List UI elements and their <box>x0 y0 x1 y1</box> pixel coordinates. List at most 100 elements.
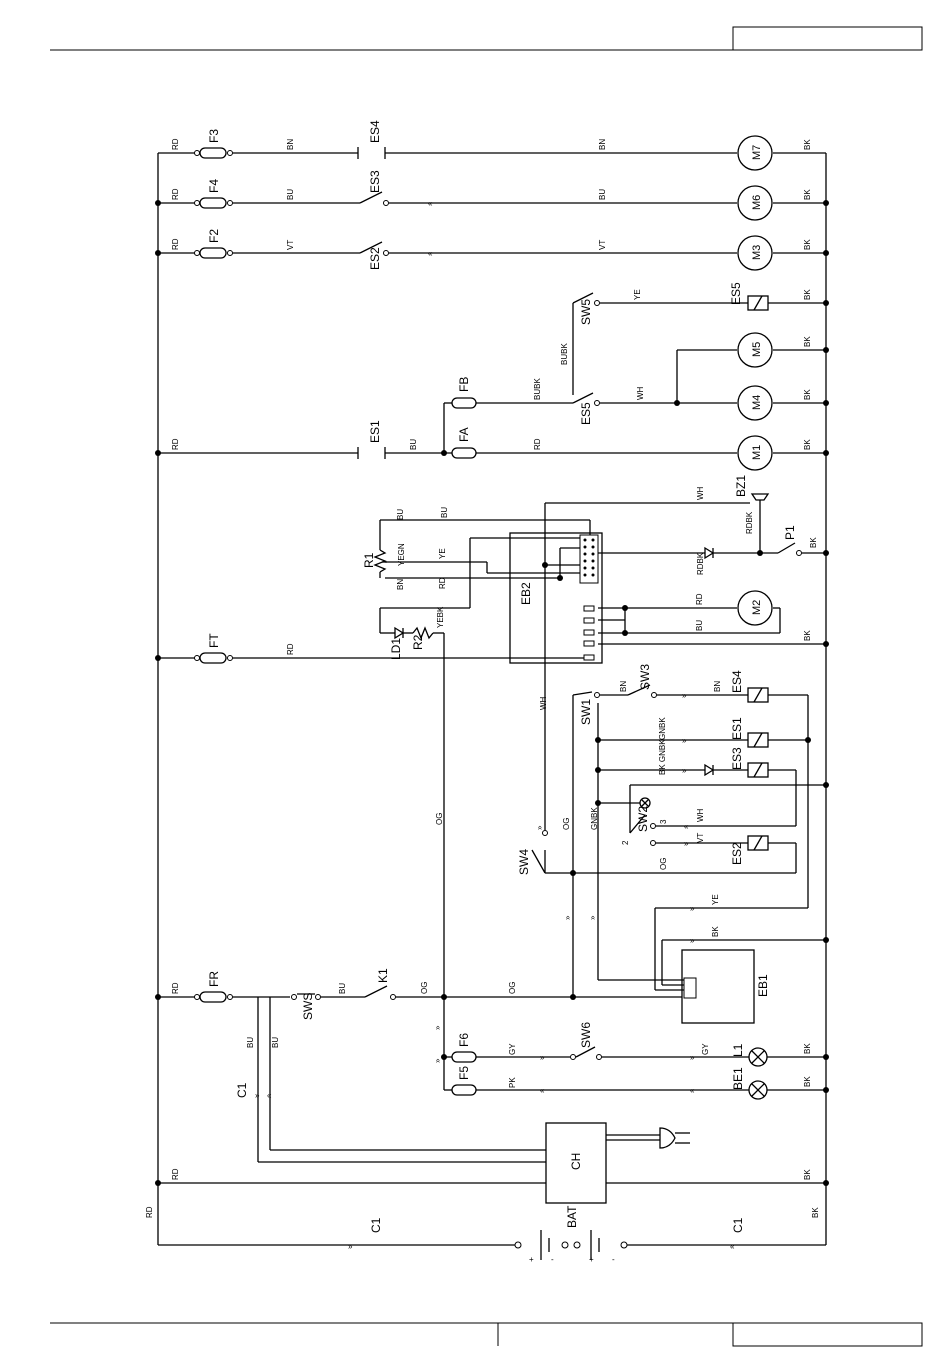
svg-text:BK: BK <box>811 1207 820 1218</box>
row-ft: FT RD <box>155 633 584 664</box>
svg-text:BK: BK <box>803 139 812 150</box>
svg-text:SW4: SW4 <box>517 849 531 875</box>
svg-text:SW2: SW2 <box>636 806 650 832</box>
svg-text:F4: F4 <box>207 179 221 193</box>
svg-text:»: » <box>588 915 597 920</box>
svg-text:BK: BK <box>803 239 812 250</box>
svg-text:»: » <box>348 1242 353 1251</box>
connector-arrows: » « » « » » » » « « » » » « » » » » » » <box>255 691 735 1251</box>
svg-text:RD: RD <box>171 188 180 200</box>
svg-text:M3: M3 <box>751 245 763 260</box>
diode-rdbk <box>704 546 715 560</box>
board-eb2: EB2 <box>509 532 603 664</box>
svg-text:2: 2 <box>621 840 630 845</box>
row-be1: F5 PK BE1 BK <box>444 1066 829 1100</box>
svg-text:K1: K1 <box>376 968 390 983</box>
svg-text:C1: C1 <box>369 1217 383 1233</box>
svg-text:BN: BN <box>619 681 628 692</box>
svg-text:BK: BK <box>803 439 812 450</box>
svg-text:ES2: ES2 <box>368 247 382 270</box>
svg-text:BU: BU <box>246 1037 255 1048</box>
svg-text:ES1: ES1 <box>730 717 744 740</box>
svg-text:«: « <box>730 1242 735 1251</box>
svg-text:BAT: BAT <box>565 1205 579 1228</box>
svg-text:»: » <box>682 766 687 775</box>
svg-text:ES2: ES2 <box>730 842 744 865</box>
svg-text:RD: RD <box>695 593 704 605</box>
svg-text:LD1: LD1 <box>389 638 403 660</box>
svg-text:RD: RD <box>171 982 180 994</box>
mains-plug <box>659 1127 676 1149</box>
row-es3-coil: BK GNBK ES3 WH <box>595 739 797 827</box>
svg-text:OG: OG <box>420 982 429 994</box>
svg-text:ES5: ES5 <box>579 402 593 425</box>
svg-text:»: » <box>535 825 544 830</box>
switch-sw4: SW4 OG GNBK OG <box>435 807 599 876</box>
svg-text:ES1: ES1 <box>368 420 382 443</box>
svg-text:BK: BK <box>711 926 720 937</box>
svg-text:OG: OG <box>562 818 571 830</box>
svg-text:GY: GY <box>701 1043 710 1055</box>
svg-text:M4: M4 <box>751 395 763 410</box>
board-eb1: YE BK EB1 <box>597 894 829 1024</box>
svg-text:M7: M7 <box>751 145 763 160</box>
svg-text:WH: WH <box>696 486 705 500</box>
svg-text:BU: BU <box>409 439 418 450</box>
svg-text:VT: VT <box>286 240 295 250</box>
svg-text:BU: BU <box>338 983 347 994</box>
svg-text:-: - <box>551 1255 554 1264</box>
svg-text:CH: CH <box>569 1153 583 1170</box>
svg-text:»: » <box>255 1091 260 1100</box>
row-m3: RD F2 VT ES2 « VT M3 BK <box>155 229 829 271</box>
svg-text:BK: BK <box>803 1169 812 1180</box>
svg-text:BU: BU <box>286 189 295 200</box>
diode-es3 <box>704 763 715 777</box>
svg-text:BK: BK <box>803 1043 812 1054</box>
svg-text:F2: F2 <box>207 229 221 243</box>
switch-sw2: SW2 2 3 <box>595 782 829 846</box>
svg-text:-: - <box>612 1255 615 1264</box>
svg-text:BK: BK <box>803 189 812 200</box>
eb2-wiring: BU BU YEGN YE BN RD WH RDBK RDBK <box>379 486 763 830</box>
svg-text:«: « <box>428 199 433 208</box>
svg-text:YE: YE <box>633 289 642 300</box>
row-m2: RD BU M2 BK <box>598 590 829 647</box>
led-ld1 <box>394 626 405 640</box>
svg-text:BK: BK <box>803 630 812 641</box>
svg-text:FT: FT <box>207 633 221 648</box>
fuse-f5 <box>451 1084 477 1096</box>
svg-text:OG: OG <box>508 982 517 994</box>
svg-text:OG: OG <box>659 858 668 870</box>
svg-text:SW3: SW3 <box>638 664 652 690</box>
led-ld1-r2: LD1 R2 YEBK <box>379 606 445 997</box>
motor-m6 <box>737 185 773 221</box>
svg-text:F6: F6 <box>457 1033 471 1047</box>
svg-text:«: « <box>428 249 433 258</box>
svg-text:WH: WH <box>696 808 705 822</box>
svg-text:VT: VT <box>598 240 607 250</box>
motor-m4 <box>737 385 773 421</box>
svg-text:BU: BU <box>271 1037 280 1048</box>
row-es1-coil: GNBK ES1 <box>595 703 811 925</box>
motor-m5 <box>737 332 773 368</box>
svg-text:RDBK: RDBK <box>745 511 754 534</box>
svg-text:WH: WH <box>636 386 645 400</box>
svg-text:«: « <box>267 1091 272 1100</box>
svg-text:BK: BK <box>803 289 812 300</box>
svg-text:»: » <box>540 1053 545 1062</box>
row-es4-coil: WH SW1 BN SW3 BN ES4 <box>539 664 809 997</box>
svg-text:C1: C1 <box>731 1217 745 1233</box>
svg-text:RD: RD <box>438 577 447 589</box>
svg-text:WH: WH <box>539 696 548 710</box>
svg-text:SWS: SWS <box>301 993 315 1020</box>
svg-text:P1: P1 <box>783 525 797 540</box>
svg-text:+: + <box>529 1255 534 1264</box>
title-block-top <box>732 26 923 51</box>
svg-text:ES4: ES4 <box>368 120 382 143</box>
row-fr: RD FR SWS BU K1 OG OG <box>155 968 682 1020</box>
svg-text:RD: RD <box>171 238 180 250</box>
svg-text:»: » <box>690 1053 695 1062</box>
svg-text:SW1: SW1 <box>579 699 593 725</box>
svg-text:BU: BU <box>396 509 405 520</box>
svg-text:3: 3 <box>659 819 668 824</box>
